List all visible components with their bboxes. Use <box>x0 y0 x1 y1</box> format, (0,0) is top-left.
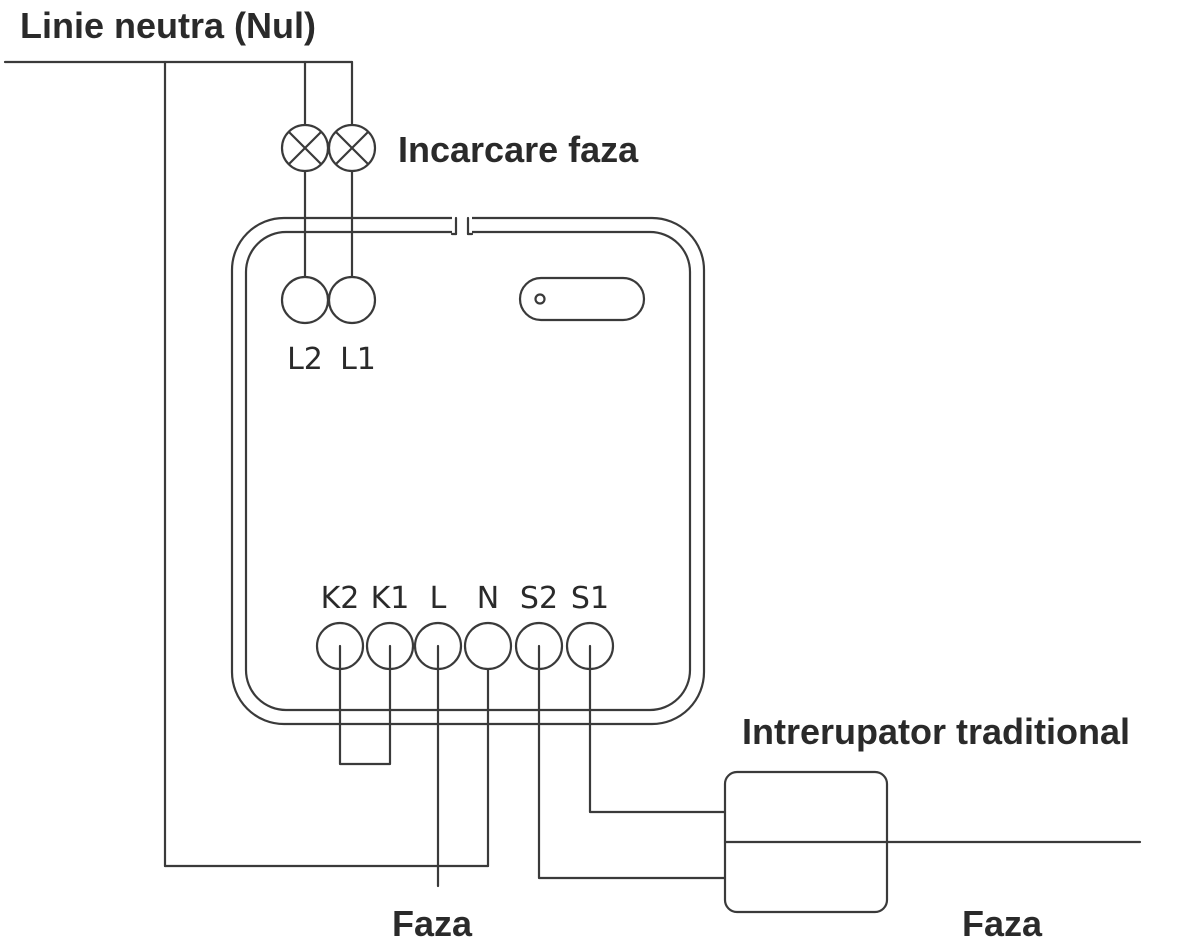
terminal-label-n: N <box>477 581 499 616</box>
k2-k1-jumper <box>338 644 392 766</box>
traditional-switch-label: Intrerupator traditional <box>742 711 1130 752</box>
lamp-l2 <box>280 123 330 173</box>
terminal-l2 <box>280 275 330 325</box>
neutral-line-label: Linie neutra (Nul) <box>20 5 316 46</box>
neutral-wiring <box>3 60 490 868</box>
terminal-label-l1: L1 <box>340 342 376 377</box>
lamp-l1 <box>327 123 377 173</box>
terminal-label-k2: K2 <box>321 581 360 616</box>
terminal-label-s1: S1 <box>571 581 609 616</box>
terminal-l1 <box>327 275 377 325</box>
load-phase-label: Incarcare faza <box>398 129 639 170</box>
traditional-switch-box <box>723 770 889 914</box>
terminal-label-l2: L2 <box>287 342 323 377</box>
switch-wiring <box>537 644 1142 880</box>
phase-left-label: Faza <box>392 903 473 942</box>
smart-switch-module <box>230 214 706 726</box>
terminal-label-k1: K1 <box>371 581 410 616</box>
status-led-window <box>518 276 646 322</box>
terminal-label-s2: S2 <box>520 581 558 616</box>
phase-right-label: Faza <box>962 903 1043 942</box>
terminal-label-l: L <box>430 581 447 616</box>
terminal-n <box>463 621 513 671</box>
